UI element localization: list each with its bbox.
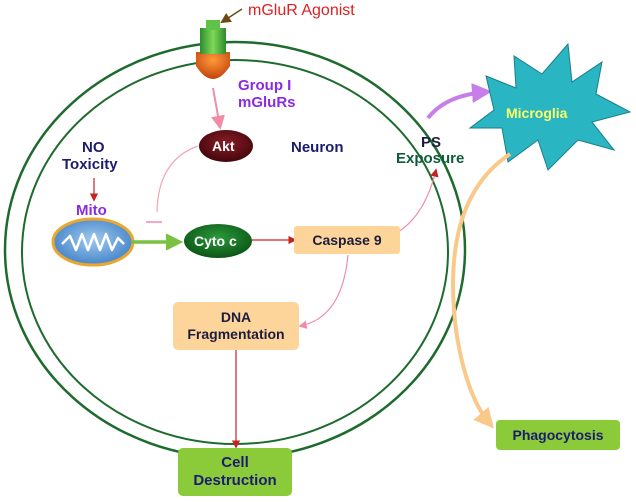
mitochondrion-icon <box>51 217 135 267</box>
neuron-label: Neuron <box>291 139 344 156</box>
ps-to-microglia-arrow <box>426 83 492 120</box>
phagocytosis-box: Phagocytosis <box>496 420 620 450</box>
caspase9-box: Caspase 9 <box>294 226 400 254</box>
cyto-c-label: Cyto c <box>194 233 237 249</box>
mglur-receptor <box>196 20 230 79</box>
dna-fragmentation-line1: DNA <box>220 309 252 325</box>
microglia-to-phagocytosis-arrow <box>451 152 512 429</box>
cell-destruction-line2: Destruction <box>193 472 277 489</box>
mito-label: Mito <box>76 202 107 219</box>
akt-label: Akt <box>212 138 235 154</box>
no-toxicity-label-line2: Toxicity <box>62 156 118 173</box>
ps-exposure-label-line2: Exposure <box>396 150 465 167</box>
dna-fragmentation-line2: Fragmentation <box>187 326 285 342</box>
microglia-label: Microglia <box>506 105 568 121</box>
no-toxicity-label-line1: NO <box>82 139 105 156</box>
ps-exposure-label-line1: PS <box>421 134 442 151</box>
cell-destruction-line1: Cell <box>221 454 249 471</box>
microglia-cell <box>468 42 632 171</box>
dna-fragmentation-box: DNA Fragmentation <box>173 302 299 350</box>
akt-inhibition-line <box>156 145 199 213</box>
receptor-to-akt-arrow <box>211 87 225 130</box>
agonist-arrow <box>220 8 243 24</box>
caspase-to-ps-arrow <box>397 168 439 233</box>
caspase-to-dna-arrow <box>298 254 349 329</box>
agonist-label: mGluR Agonist <box>248 2 355 19</box>
cell-destruction-box: Cell Destruction <box>178 448 292 496</box>
receptor-label-line1: Group I <box>238 77 292 94</box>
receptor-label-line2: mGluRs <box>238 94 296 111</box>
cyto-c-node <box>184 224 252 258</box>
akt-node <box>199 130 253 162</box>
